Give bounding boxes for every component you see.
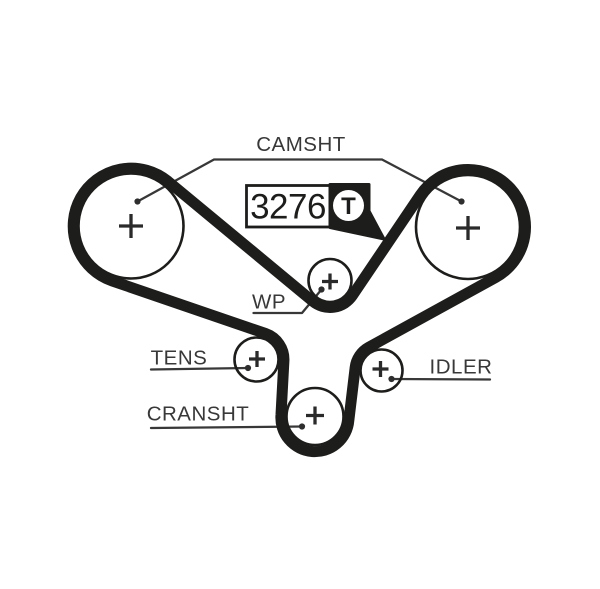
brand-logo-letter-icon: T	[341, 193, 356, 220]
camshaft-left-leader-dot	[134, 198, 141, 205]
idler-label: IDLER	[430, 356, 493, 379]
idler-center-marker	[372, 361, 389, 377]
crankshaft-label: CRANSHT	[147, 403, 250, 426]
water-pump-leader-dot	[318, 286, 325, 293]
tensioner-leader-dot	[244, 364, 252, 372]
water-pump-pulley	[307, 257, 353, 304]
camshaft-right-leader-dot	[458, 198, 465, 205]
water-pump-label: WP	[252, 291, 286, 314]
left-camshaft-center-marker	[119, 214, 143, 238]
tensioner-label: TENS	[151, 347, 208, 370]
crankshaft-center-marker	[306, 406, 324, 425]
right-camshaft-center-marker	[456, 216, 480, 240]
crankshaft-leader-dot	[298, 423, 306, 430]
camshaft-label: CAMSHT	[256, 133, 346, 156]
tensioner-center-marker	[249, 351, 265, 367]
part-number-badge: 3276 T	[245, 183, 386, 241]
crankshaft-pulley	[285, 386, 345, 447]
idler-leader-line	[390, 377, 492, 381]
water-pump-center-marker	[322, 273, 338, 290]
brand-logo-circle	[333, 190, 364, 221]
idler-leader-dot	[388, 375, 395, 383]
tensioner-leader-line	[149, 366, 250, 371]
timing-belt	[67, 162, 531, 458]
idler-pulley	[359, 348, 404, 393]
camshaft-leader-line	[136, 158, 463, 203]
part-number: 3276	[250, 188, 326, 227]
